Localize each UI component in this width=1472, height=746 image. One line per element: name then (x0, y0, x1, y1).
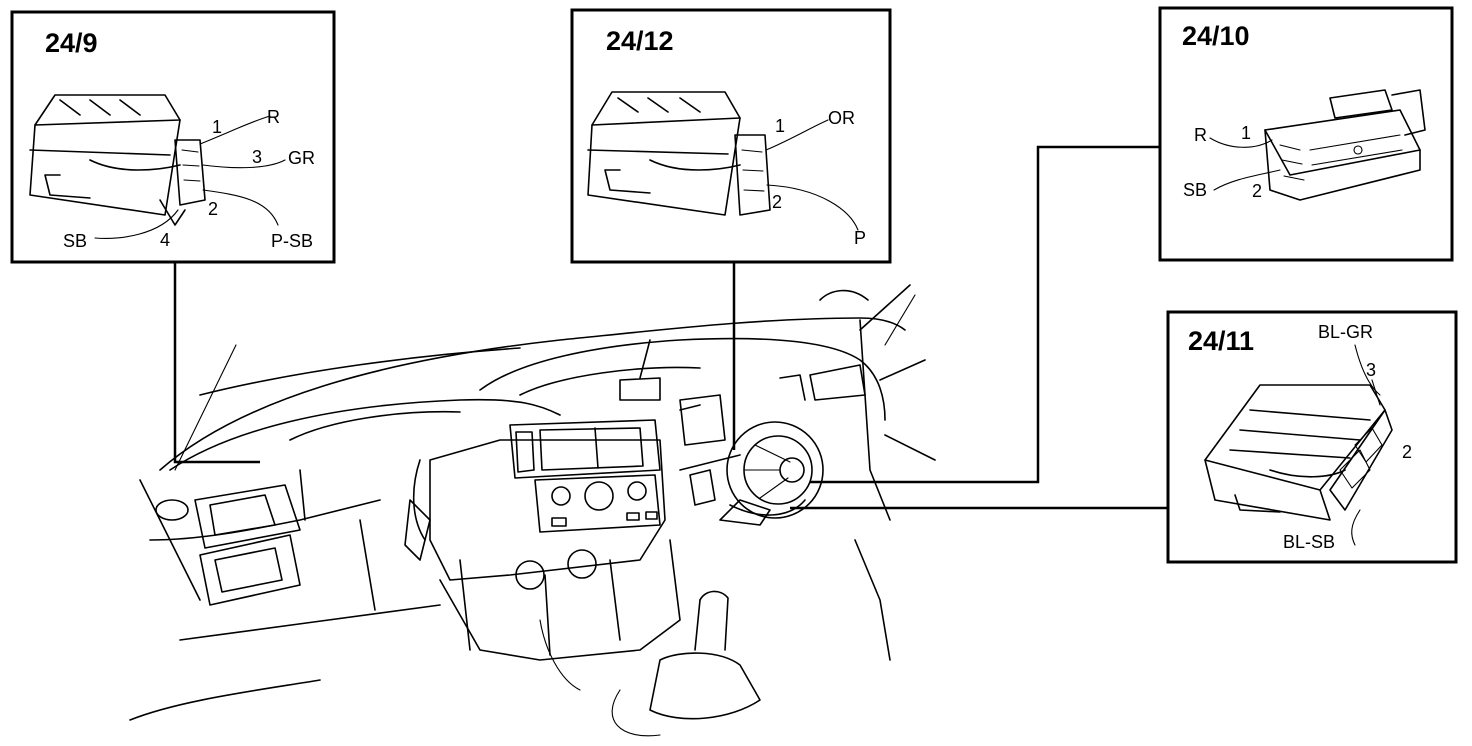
pin-number: 2 (772, 192, 782, 212)
wire-color-label: SB (63, 231, 87, 251)
wire-color-label: OR (828, 108, 855, 128)
pin-number: 1 (775, 116, 785, 136)
connector-drawing (1264, 89, 1426, 201)
pin-number: 3 (252, 147, 262, 167)
pin-number: 1 (1241, 123, 1251, 143)
pin-number: 2 (1402, 442, 1412, 462)
connector-box-24-11: 24/11 3 BL-GR 2 BL-SB (1166, 310, 1458, 564)
leader-24-10 (810, 145, 1162, 484)
pin-number: 3 (1366, 360, 1376, 380)
wire-color-label: P (854, 228, 866, 248)
connector-title: 24/10 (1182, 21, 1250, 51)
connector-drawing (587, 91, 771, 216)
connector-title: 24/11 (1188, 326, 1254, 356)
connector-box-24-10: 24/10 1 R 2 SB (1158, 6, 1454, 262)
pin-number: 4 (160, 230, 170, 250)
connector-title: 24/12 (606, 26, 674, 56)
pin-number: 1 (212, 117, 222, 137)
pin-number: 2 (1252, 181, 1262, 201)
connector-title: 24/9 (45, 28, 98, 58)
leader-24-9 (173, 262, 260, 464)
connector-drawing (29, 94, 206, 226)
connector-box-24-12: 24/12 1 OR 2 P (570, 8, 892, 264)
leader-lines (173, 145, 1168, 510)
connector-box-24-9: 24/9 1 R 3 GR 2 P-SB 4 SB (10, 10, 336, 264)
pin-number: 2 (208, 199, 218, 219)
wire-color-label: BL-GR (1318, 322, 1373, 342)
dashboard-illustration (129, 284, 936, 737)
wire-color-label: R (267, 107, 280, 127)
wire-color-label: R (1194, 125, 1207, 145)
wire-color-label: BL-SB (1283, 532, 1335, 552)
wire-color-label: SB (1183, 180, 1207, 200)
wire-color-label: P-SB (271, 231, 313, 251)
wire-color-label: GR (288, 148, 315, 168)
